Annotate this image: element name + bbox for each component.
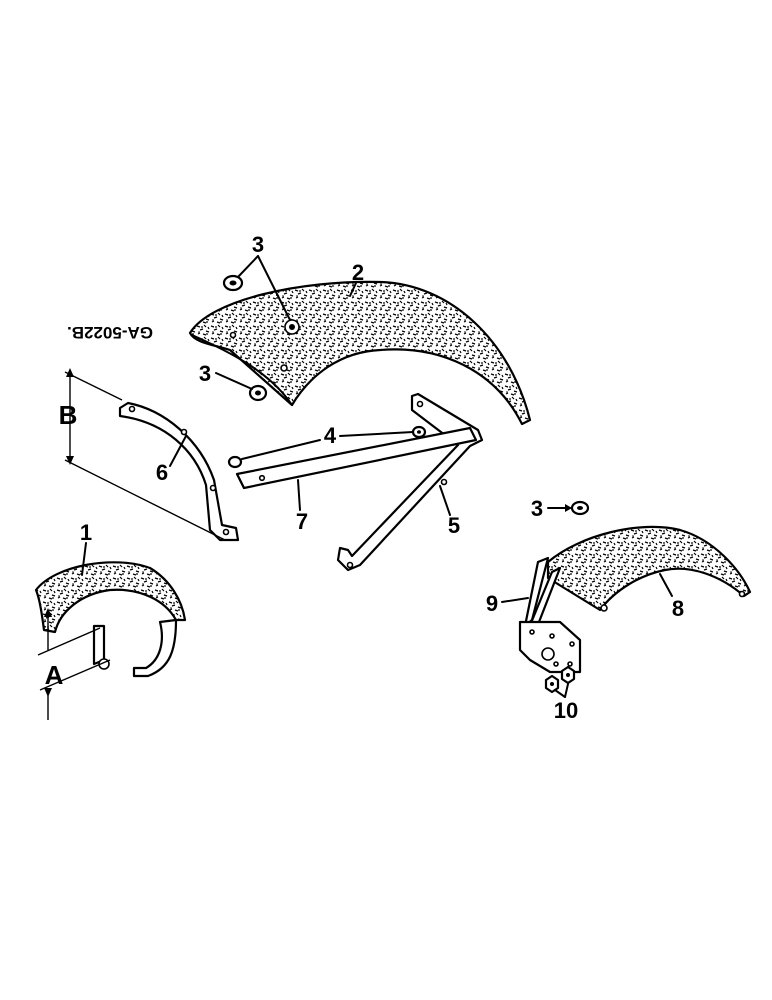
callout-3-right: 3 bbox=[531, 496, 543, 521]
callout-5: 5 bbox=[448, 513, 460, 538]
nut-icon bbox=[560, 665, 576, 685]
washer-icon bbox=[227, 455, 243, 469]
drawing-code: GA-5022B. bbox=[67, 323, 153, 342]
part-5-support-bracket bbox=[336, 392, 484, 572]
washer-icon bbox=[222, 274, 244, 292]
dimension-a-label: A bbox=[45, 660, 64, 690]
part-1-small-fender bbox=[34, 561, 187, 678]
part-8-fender bbox=[546, 525, 752, 612]
callout-7: 7 bbox=[296, 509, 308, 534]
callout-8: 8 bbox=[672, 596, 684, 621]
nut-icon bbox=[544, 674, 560, 694]
washer-icon bbox=[570, 500, 590, 516]
part-2-large-fender bbox=[188, 280, 532, 426]
callout-6: 6 bbox=[156, 460, 168, 485]
callout-3-top: 3 bbox=[252, 232, 264, 257]
part-6-curved-bracket bbox=[118, 401, 240, 542]
washer-icon bbox=[411, 425, 427, 439]
callout-9: 9 bbox=[486, 591, 498, 616]
dimension-b-label: B bbox=[59, 400, 78, 430]
washer-icon bbox=[248, 384, 268, 402]
part-7-flat-strap bbox=[235, 426, 478, 490]
callout-2: 2 bbox=[352, 260, 364, 285]
callout-3-left: 3 bbox=[199, 361, 211, 386]
dimension-a bbox=[37, 608, 111, 720]
dimension-b bbox=[64, 368, 226, 541]
callout-10: 10 bbox=[554, 698, 578, 723]
callout-1: 1 bbox=[80, 520, 92, 545]
callout-4: 4 bbox=[324, 423, 337, 448]
